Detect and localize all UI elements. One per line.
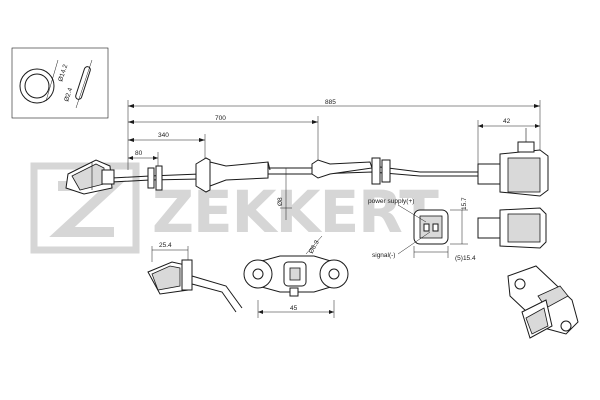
boot-1 bbox=[195, 157, 271, 193]
sensor-3d-view bbox=[507, 265, 579, 339]
zekkert-watermark: ZEKKERT bbox=[30, 162, 440, 254]
dim-885: 885 bbox=[325, 99, 336, 106]
dim-700: 700 bbox=[215, 115, 226, 122]
ring-diameter-label: Ø14.2 bbox=[57, 63, 69, 82]
ring-section bbox=[75, 66, 91, 100]
pin-signal-label: signal(-) bbox=[372, 252, 395, 259]
connector-side-view bbox=[477, 207, 547, 249]
wheel-sensor-head bbox=[65, 159, 115, 195]
dim-15-7: 15.7 bbox=[461, 197, 468, 210]
pin-power-label: power supply(+) bbox=[368, 198, 414, 205]
connector-face-view: power supply(+) signal(-) 15.7 (5)15.4 bbox=[368, 197, 476, 262]
sensor-flange-view: 45 Ø6.3 bbox=[243, 235, 349, 318]
o-ring-outer bbox=[19, 68, 55, 104]
boot-2 bbox=[311, 157, 391, 185]
watermark-text: ZEKKERT bbox=[152, 178, 439, 246]
dimension-overall: 885 bbox=[127, 99, 541, 170]
dimension-700: 700 bbox=[128, 115, 319, 168]
dim-42: 42 bbox=[503, 118, 511, 125]
dim-45: 45 bbox=[290, 305, 298, 312]
sensor-side-view: 25.4 bbox=[147, 242, 243, 313]
dimension-42: 42 bbox=[477, 118, 540, 165]
ring-section-label: Ø2.4 bbox=[63, 87, 74, 103]
dim-width: Ø8 bbox=[277, 197, 284, 206]
o-ring-inner bbox=[24, 73, 50, 99]
dim-25-4: 25.4 bbox=[159, 242, 172, 249]
grommet-1 bbox=[147, 165, 163, 191]
dimension-width: Ø8 bbox=[277, 167, 292, 220]
dim-80: 80 bbox=[135, 150, 143, 157]
connector-main bbox=[477, 128, 549, 197]
o-ring-detail: Ø14.2 Ø2.4 bbox=[11, 47, 109, 119]
dim-15-4: (5)15.4 bbox=[455, 255, 476, 262]
dim-340: 340 bbox=[158, 132, 169, 139]
dimension-340: 340 bbox=[128, 132, 206, 160]
